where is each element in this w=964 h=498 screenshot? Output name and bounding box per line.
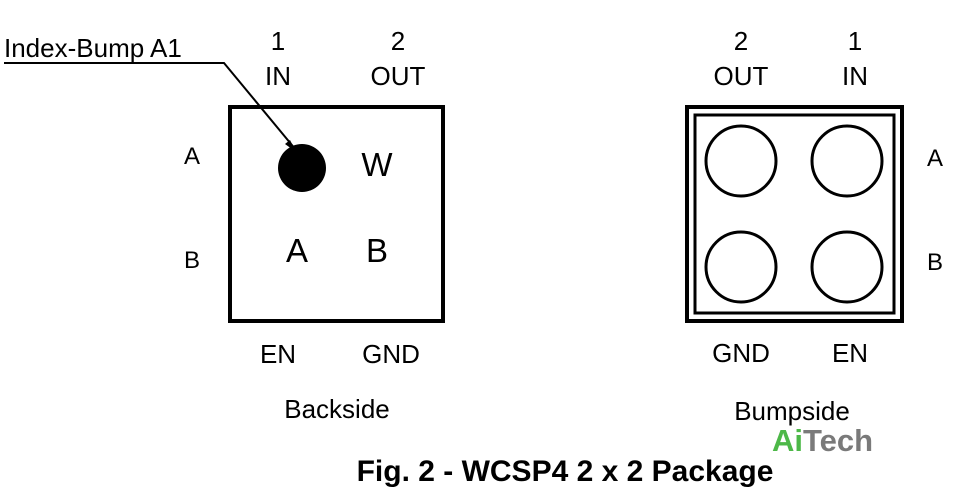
backside-caption: Backside	[284, 394, 390, 424]
bump-b2	[704, 230, 778, 304]
backside-col1-number: 1	[271, 26, 285, 56]
backside-col1-name: IN	[265, 61, 291, 91]
index-bump-dot	[278, 144, 326, 192]
bumpside-package-outer-outline	[685, 105, 904, 323]
backside-marking-a2: W	[361, 146, 393, 183]
bumpside-col2-name: IN	[842, 61, 868, 91]
backside-package-outline	[228, 105, 445, 323]
backside-row-b-label: B	[184, 247, 200, 274]
index-leader-line	[4, 62, 297, 151]
backside-marking-b1: A	[286, 232, 308, 269]
bumpside-bottom-label-2: EN	[832, 338, 868, 368]
backside-col2-number: 2	[391, 26, 405, 56]
backside-bottom-label-2: GND	[362, 339, 420, 369]
watermark-logo: AiTech	[772, 423, 873, 458]
backside-bottom-label-1: EN	[260, 339, 296, 369]
bumpside-row-a-label: A	[927, 145, 943, 172]
watermark-part1: Ai	[772, 423, 803, 458]
bumpside-bottom-label-1: GND	[712, 338, 770, 368]
backside-marking-b2: B	[366, 232, 388, 269]
bump-b1	[810, 230, 884, 304]
bumpside-col1-name: OUT	[714, 61, 769, 91]
backside-col2-name: OUT	[371, 61, 426, 91]
bump-a2	[704, 124, 778, 198]
bumpside-package-inner-outline	[693, 113, 896, 315]
bumpside-caption: Bumpside	[734, 396, 850, 426]
bumpside-col1-number: 2	[734, 26, 748, 56]
watermark-part2: Tech	[803, 423, 873, 458]
bumpside-col2-number: 1	[848, 26, 862, 56]
bumpside-row-b-label: B	[927, 249, 943, 276]
bump-a1	[810, 124, 884, 198]
figure-caption: Fig. 2 - WCSP4 2 x 2 Package	[357, 455, 774, 488]
backside-row-a-label: A	[184, 143, 200, 170]
index-bump-label: Index-Bump A1	[4, 33, 182, 63]
